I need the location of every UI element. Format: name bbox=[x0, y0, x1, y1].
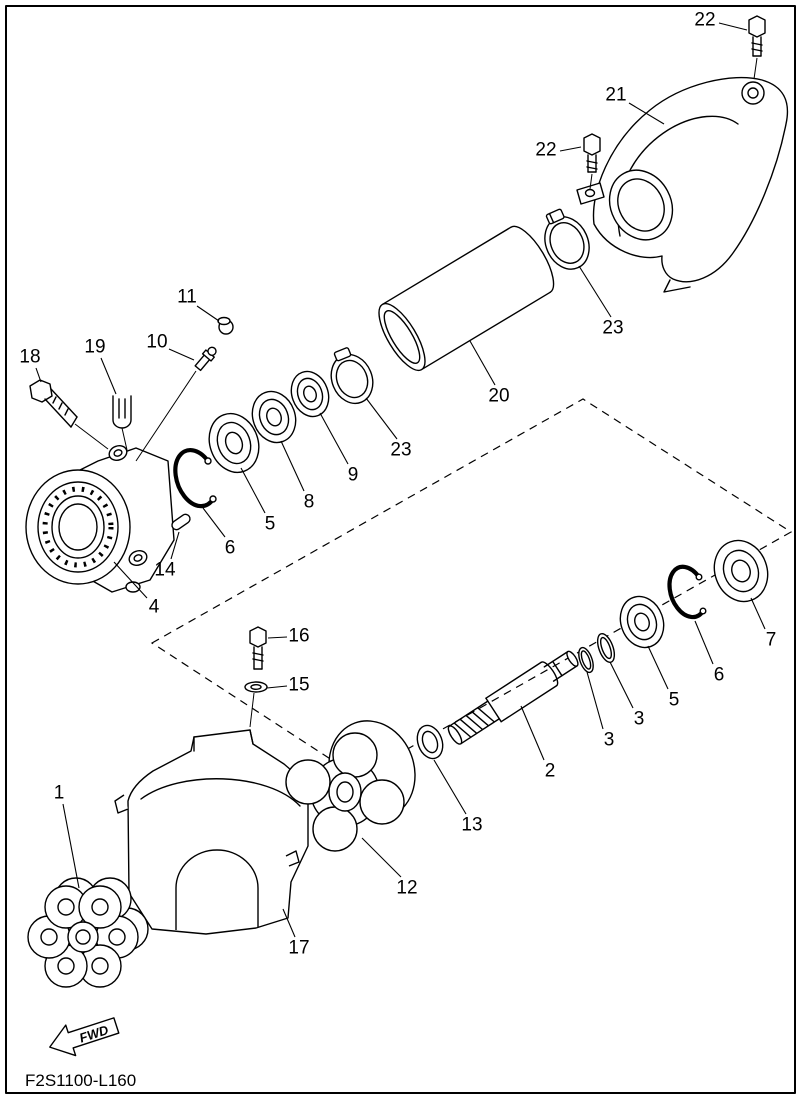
part-21-housing bbox=[576, 76, 789, 293]
callout-leader-line bbox=[266, 685, 288, 689]
callout-leader-line bbox=[469, 340, 496, 386]
callout-label-15: 15 bbox=[288, 675, 309, 696]
callout-label-2: 2 bbox=[545, 761, 556, 782]
callout-label-22: 22 bbox=[535, 140, 556, 161]
callout-leader-line bbox=[240, 467, 266, 514]
callout-leader-line bbox=[267, 636, 288, 639]
bearing-5-left bbox=[208, 412, 260, 474]
callout-leader-line bbox=[280, 440, 305, 492]
callout-label-7: 7 bbox=[766, 630, 777, 651]
callout-leader-line bbox=[113, 561, 148, 599]
callout-label-16: 16 bbox=[288, 626, 309, 647]
washer-15 bbox=[244, 681, 268, 728]
bracket-19 bbox=[112, 395, 132, 451]
diagram-border bbox=[5, 5, 796, 1094]
callout-label-12: 12 bbox=[396, 878, 417, 899]
assembly-alignment-dashed-box bbox=[150, 398, 793, 778]
bolt-16 bbox=[249, 626, 267, 670]
callout-leader-line bbox=[202, 507, 226, 538]
callout-label-19: 19 bbox=[84, 337, 105, 358]
callout-leader-line bbox=[361, 837, 402, 878]
callout-label-17: 17 bbox=[288, 938, 309, 959]
callout-label-6: 6 bbox=[225, 538, 236, 559]
callout-label-6: 6 bbox=[714, 665, 725, 686]
callout-label-5: 5 bbox=[669, 690, 680, 711]
grease-fitting-axis-line bbox=[135, 370, 197, 462]
callout-leader-line bbox=[586, 671, 604, 730]
callout-label-20: 20 bbox=[488, 386, 509, 407]
callout-label-21: 21 bbox=[605, 85, 626, 106]
callout-leader-line bbox=[282, 908, 296, 938]
callouts-layer: 22 21 22 23 20 11 10 19 18 23 9 8 5 6 14 4 7 6 5 33 2 16 15 13 1… bbox=[19, 10, 776, 959]
callout-label-13: 13 bbox=[461, 815, 482, 836]
callout-label-10: 10 bbox=[146, 332, 167, 353]
callout-label-9: 9 bbox=[348, 465, 359, 486]
pin-14 bbox=[171, 513, 191, 531]
bearing-8 bbox=[251, 390, 297, 444]
clamp-23-lower bbox=[330, 347, 374, 405]
bearing-7 bbox=[713, 539, 769, 603]
callout-label-11: 11 bbox=[177, 287, 197, 308]
callout-label-3: 3 bbox=[634, 709, 645, 730]
callout-leader-line bbox=[35, 367, 42, 383]
bearing-5-right bbox=[619, 595, 665, 649]
bolt-22-mid bbox=[583, 133, 601, 190]
callout-leader-line bbox=[559, 146, 582, 152]
callout-label-1: 1 bbox=[54, 783, 65, 804]
cap-11 bbox=[217, 316, 234, 335]
callout-leader-line bbox=[628, 102, 665, 125]
callout-label-8: 8 bbox=[304, 492, 315, 513]
damper-1 bbox=[27, 877, 149, 988]
callout-label-23: 23 bbox=[390, 440, 411, 461]
callout-leader-line bbox=[62, 803, 80, 889]
callout-leader-line bbox=[100, 357, 117, 395]
clamp-23-upper bbox=[544, 208, 590, 270]
callout-leader-line bbox=[319, 412, 349, 465]
callout-leader-line bbox=[694, 620, 714, 665]
callout-leader-line bbox=[750, 597, 766, 630]
callout-leader-line bbox=[578, 265, 612, 318]
shaft-2 bbox=[447, 650, 579, 745]
o-ring-3-b bbox=[578, 646, 594, 674]
callout-leader-line bbox=[520, 705, 545, 761]
callout-leader-line bbox=[170, 531, 180, 560]
bolt-22-top bbox=[748, 15, 766, 80]
callout-leader-line bbox=[365, 397, 398, 440]
callout-leader-line bbox=[647, 645, 669, 690]
callout-label-18: 18 bbox=[19, 347, 40, 368]
cover-17 bbox=[114, 729, 309, 935]
circlip-6-right bbox=[667, 564, 707, 620]
fwd-arrow: FWD bbox=[49, 1017, 120, 1057]
callout-label-3: 3 bbox=[604, 730, 615, 751]
fwd-label: FWD bbox=[77, 1022, 110, 1046]
seal-9 bbox=[290, 370, 330, 418]
bolt-18 bbox=[29, 379, 109, 450]
part-4-bearing-housing bbox=[25, 445, 175, 593]
callout-leader-line bbox=[609, 661, 634, 709]
callout-label-5: 5 bbox=[265, 514, 276, 535]
callout-label-22: 22 bbox=[694, 10, 715, 31]
o-ring-3-a bbox=[596, 633, 616, 663]
callout-leader-line bbox=[196, 305, 220, 322]
circlip-6-left bbox=[173, 448, 217, 509]
callout-label-4: 4 bbox=[149, 597, 160, 618]
callout-leader-line bbox=[433, 759, 467, 815]
coupling-12 bbox=[285, 720, 416, 852]
callout-leader-line bbox=[718, 22, 748, 31]
callout-leader-line bbox=[168, 348, 195, 361]
grease-fitting-10 bbox=[194, 346, 217, 372]
callout-label-14: 14 bbox=[154, 560, 176, 581]
callout-label-23: 23 bbox=[602, 318, 623, 339]
tube-20 bbox=[378, 225, 555, 372]
spacer-13 bbox=[416, 724, 444, 760]
diagram-code: F2S1100-L160 bbox=[25, 1071, 136, 1090]
